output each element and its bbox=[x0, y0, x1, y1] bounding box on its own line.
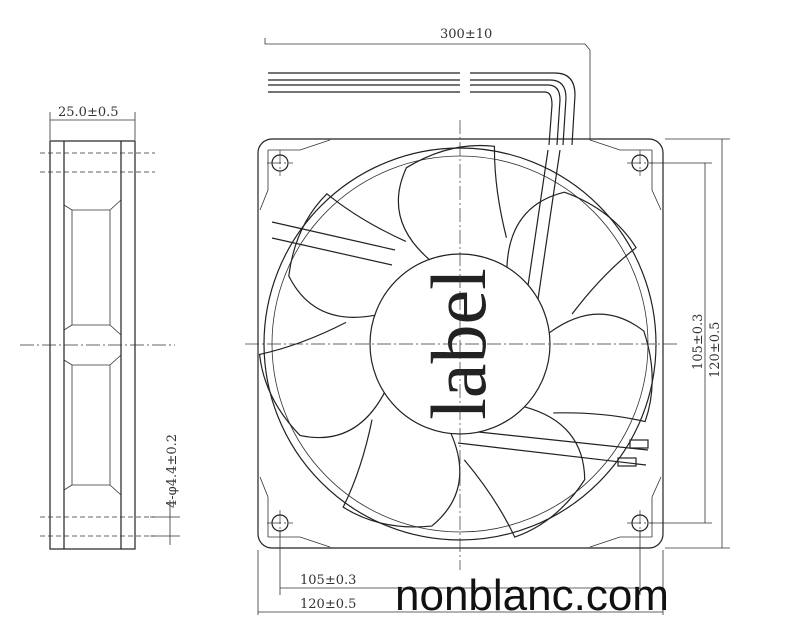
fan-blade bbox=[463, 406, 586, 538]
fan-blade bbox=[258, 321, 385, 439]
front-view: label bbox=[245, 120, 680, 570]
fan-blade bbox=[342, 419, 461, 528]
hole-spec-dimension: 4-φ4.4±0.2 bbox=[165, 434, 180, 508]
hole-spacing-horizontal: 105±0.3 bbox=[300, 573, 356, 588]
fan-blade bbox=[288, 192, 407, 318]
wire-leads: 300±10 bbox=[264, 27, 591, 146]
fan-blade bbox=[397, 144, 508, 260]
side-view: 25.0±0.5 4-φ4.4±0.2 bbox=[20, 105, 180, 550]
thickness-dimension: 25.0±0.5 bbox=[58, 105, 119, 120]
watermark: nonblanc.com bbox=[395, 571, 669, 620]
dimensions: 105±0.3 120±0.5 105±0.3 120±0.5 bbox=[257, 138, 730, 615]
frame-width-dimension: 120±0.5 bbox=[300, 597, 356, 612]
fan-blade bbox=[548, 313, 653, 423]
frame-height-dimension: 120±0.5 bbox=[708, 322, 723, 378]
wire-length-dimension: 300±10 bbox=[440, 27, 492, 42]
fan-blades bbox=[258, 144, 653, 538]
fan-blade bbox=[506, 191, 637, 315]
hole-spacing-vertical: 105±0.3 bbox=[691, 314, 706, 370]
